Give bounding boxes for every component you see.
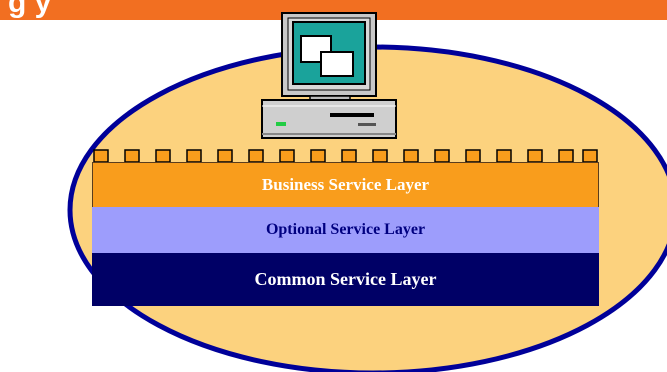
title-bar: g y bbox=[0, 0, 667, 20]
optional-service-layer-label: Optional Service Layer bbox=[265, 221, 426, 238]
business-service-layer-label: Business Service Layer bbox=[261, 175, 430, 194]
title-text-partial: g y bbox=[8, 0, 52, 19]
common-service-layer-label: Common Service Layer bbox=[254, 269, 437, 289]
computer-icon bbox=[261, 12, 397, 139]
optional-service-layer: Optional Service Layer bbox=[92, 207, 599, 253]
business-service-layer: Business Service Layer bbox=[92, 162, 599, 207]
window-icon bbox=[300, 35, 354, 77]
common-service-layer: Common Service Layer bbox=[92, 253, 599, 306]
